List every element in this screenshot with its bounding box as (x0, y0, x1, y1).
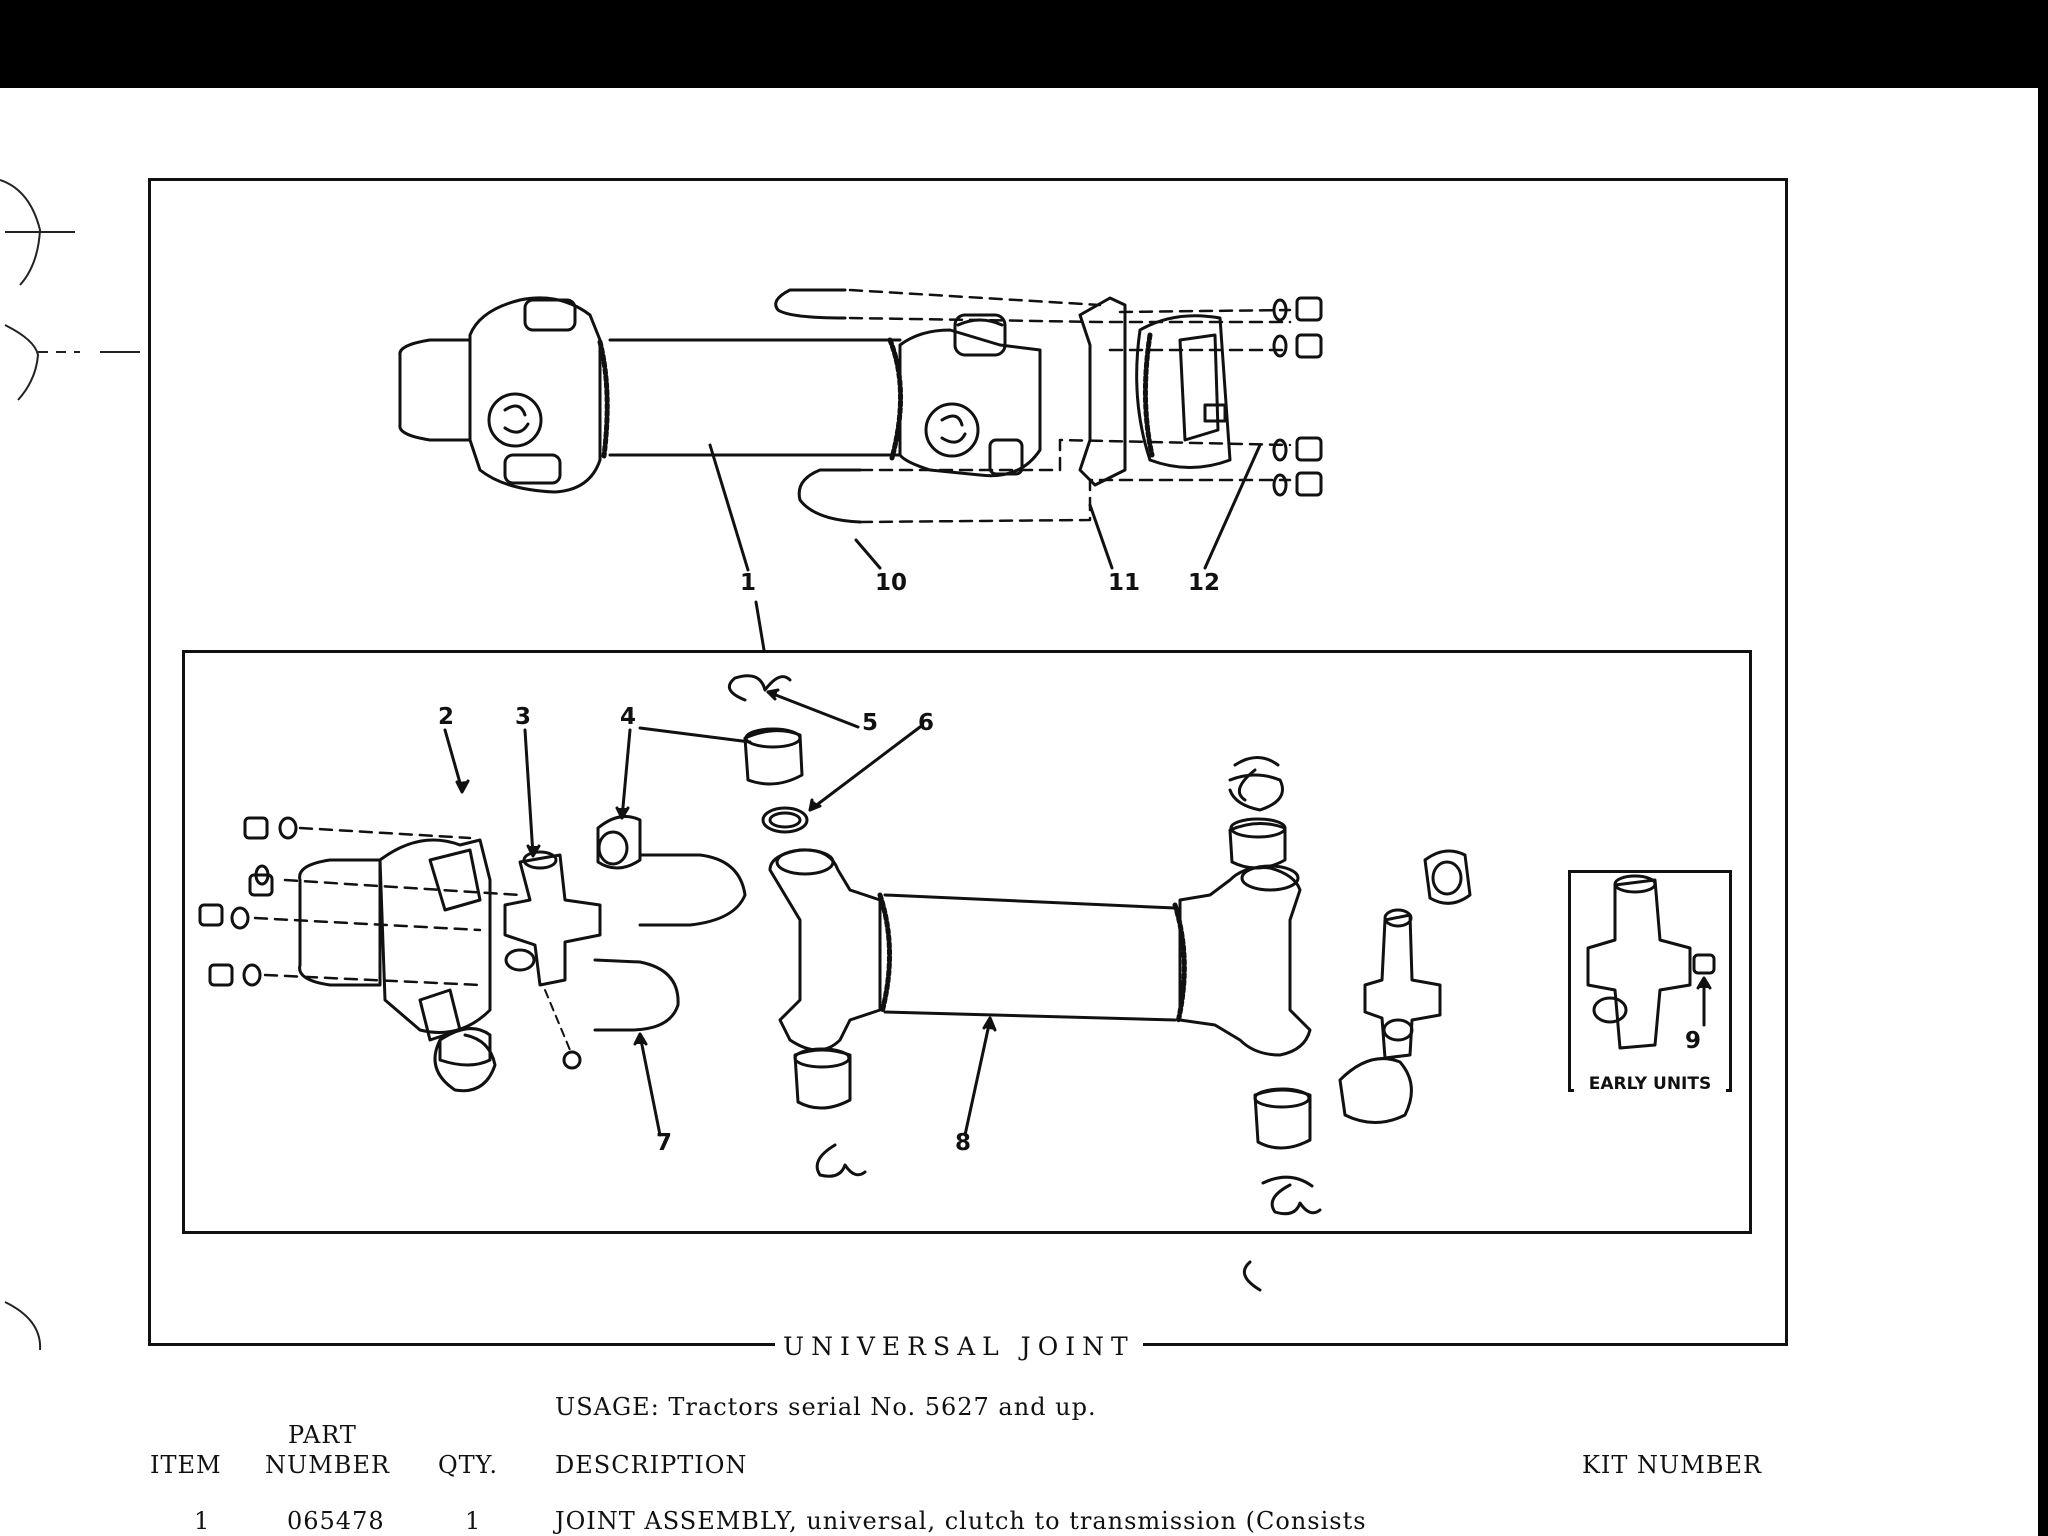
exploded-u-bolt-upper (638, 853, 747, 927)
row-1-qty: 1 (465, 1507, 482, 1535)
top-u-bolt-1 (774, 288, 847, 320)
top-tube (608, 338, 902, 457)
callout-1: 1 (740, 570, 757, 596)
exploded-bearing-4 (596, 814, 642, 870)
callout-4: 4 (620, 704, 637, 730)
row-1-item: 1 (194, 1507, 211, 1535)
row-1-description: JOINT ASSEMBLY, universal, clutch to tra… (555, 1507, 1367, 1535)
exploded-bearing-cup-left (438, 1027, 492, 1067)
early-units-label: EARLY UNITS (1574, 1073, 1726, 1095)
callout-2: 2 (438, 704, 455, 730)
exploded-yoke (378, 838, 492, 1034)
callout-11: 11 (1108, 570, 1141, 596)
header-part-line2: NUMBER (265, 1451, 391, 1479)
exploded-tube (883, 893, 1177, 1022)
callout-5: 5 (862, 710, 879, 736)
header-qty: QTY. (438, 1451, 499, 1479)
top-flange-yoke (1078, 296, 1127, 487)
right-scan-edge (2038, 0, 2048, 1536)
callout-6: 6 (918, 710, 935, 736)
callout-9: 9 (1685, 1028, 1702, 1054)
usage-note: USAGE: Tractors serial No. 5627 and up. (555, 1393, 1097, 1421)
top-left-cap (398, 338, 472, 442)
top-left-yoke (468, 296, 602, 494)
callout-3: 3 (515, 704, 532, 730)
top-flange (1135, 314, 1232, 469)
callout-12: 12 (1188, 570, 1221, 596)
header-kit-number: KIT NUMBER (1582, 1451, 1763, 1479)
callout-10: 10 (875, 570, 908, 596)
early-units-spider (1586, 878, 1692, 1050)
header-description: DESCRIPTION (555, 1451, 748, 1479)
callout-8: 8 (955, 1130, 972, 1156)
header-item: ITEM (150, 1451, 222, 1479)
figure-title: UNIVERSAL JOINT (775, 1330, 1143, 1364)
exploded-u-bolt-lower (593, 958, 680, 1032)
binding-hole-marks (0, 179, 140, 1350)
row-1-part-number: 065478 (287, 1507, 385, 1535)
header-part-line1: PART (288, 1421, 357, 1449)
top-black-band (0, 0, 2048, 88)
exploded-view-frame (182, 650, 1752, 1234)
callout-7: 7 (656, 1130, 673, 1156)
top-weld-left (597, 339, 610, 459)
exploded-tube-left-yoke (768, 848, 882, 1052)
exploded-spider (503, 853, 602, 987)
exploded-tube-right-yoke (1178, 866, 1312, 1057)
exploded-cap (298, 858, 382, 987)
top-u-bolt-2 (797, 468, 862, 524)
top-right-yoke (898, 328, 1042, 478)
